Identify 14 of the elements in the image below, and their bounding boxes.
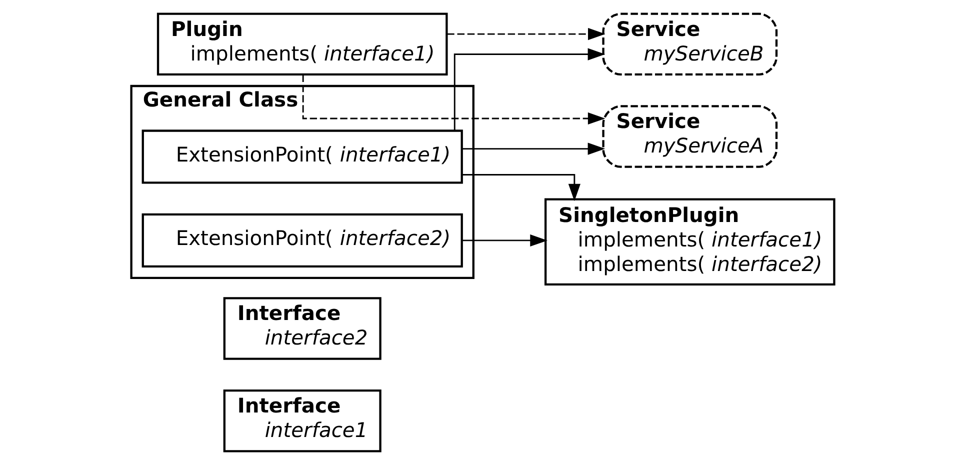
node-box: Service myServiceA [602, 105, 778, 168]
node-box: Interface interface2 [223, 297, 382, 360]
node-box: ExtensionPoint(interface2) [142, 213, 463, 268]
arrow [302, 74, 606, 125]
arrow [462, 142, 606, 155]
arrow [462, 174, 580, 202]
node-box: Service myServiceB [602, 12, 778, 76]
node-box: Plugin implements(interface1) [156, 12, 448, 76]
arrow [447, 28, 606, 40]
node-box: SingletonPlugin implements(interface1) implements(interface2) [544, 198, 836, 286]
arrow [462, 234, 548, 246]
node-box: Interface interface1 [223, 389, 382, 452]
arrow [454, 48, 606, 130]
node-box: ExtensionPoint(interface1) [142, 130, 463, 184]
